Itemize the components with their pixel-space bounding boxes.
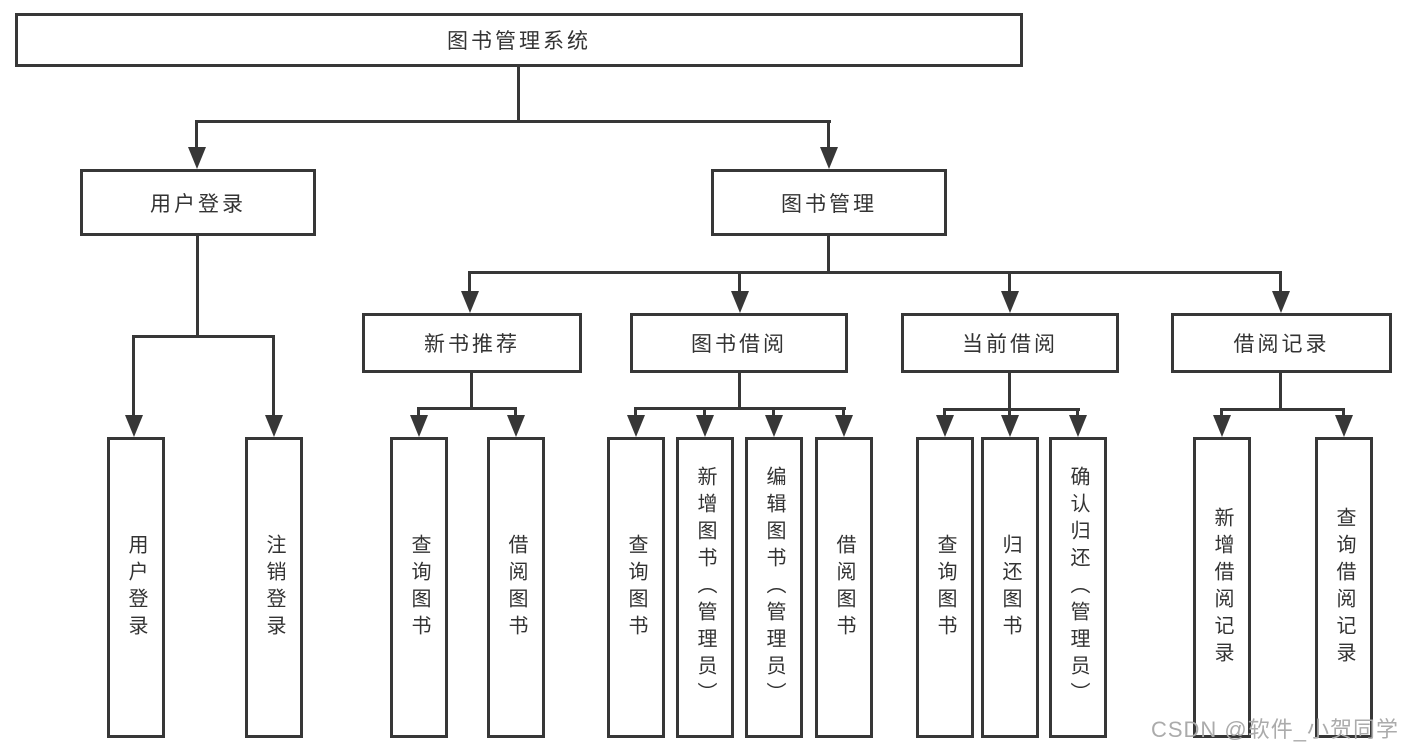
connector-to-leaf-bb-edit: [772, 407, 775, 417]
arrowhead-to-new-book-recommend: [461, 291, 479, 313]
connector-borrowing-rail: [635, 407, 846, 410]
leaf-records-add-record-label: 新增借阅记录: [1211, 506, 1233, 669]
arrowhead-to-user-login: [188, 147, 206, 169]
leaf-records-query-record-label: 查询借阅记录: [1333, 506, 1355, 669]
connector-root-trunk: [517, 67, 520, 120]
connector-records-rail: [1221, 408, 1345, 411]
connector-to-leaf-cb-return: [1008, 408, 1011, 417]
leaf-borrowing-borrow-books: 借阅图书: [815, 437, 873, 738]
arrowhead-to-current-borrowing: [1001, 291, 1019, 313]
leaf-current-confirm-return-admin: 确认归还（管理员）: [1049, 437, 1107, 738]
connector-current-trunk: [1008, 373, 1011, 408]
leaf-current-return-books-label: 归还图书: [999, 533, 1021, 642]
leaf-user-login-label: 用户登录: [125, 533, 147, 642]
node-current-borrowing: 当前借阅: [901, 313, 1119, 373]
arrowhead-to-borrow-records: [1272, 291, 1290, 313]
arrowhead-to-leaf-user-login: [125, 415, 143, 437]
arrowhead-to-leaf-cb-query: [936, 415, 954, 437]
connector-level2-rail: [196, 120, 831, 123]
node-borrow-records: 借阅记录: [1171, 313, 1392, 373]
arrowhead-to-leaf-nb-borrow: [507, 415, 525, 437]
connector-level3-rail: [469, 271, 1282, 274]
connector-to-leaf-br-add: [1220, 408, 1223, 417]
arrowhead-to-book-borrowing: [731, 291, 749, 313]
arrowhead-to-leaf-br-query: [1335, 415, 1353, 437]
leaf-borrowing-edit-books-admin-label: 编辑图书（管理员）: [763, 466, 785, 709]
arrowhead-to-leaf-bb-add: [696, 415, 714, 437]
connector-to-user-login: [195, 120, 198, 148]
connector-current-rail: [944, 408, 1080, 411]
leaf-current-confirm-return-admin-label: 确认归还（管理员）: [1067, 466, 1089, 709]
node-book-management-label: 图书管理: [781, 192, 877, 216]
arrowhead-to-leaf-br-add: [1213, 415, 1231, 437]
connector-to-leaf-nb-query: [417, 407, 420, 417]
connector-new-book-trunk: [470, 373, 473, 407]
connector-new-book-rail: [418, 407, 517, 410]
arrowhead-to-leaf-bb-borrow: [835, 415, 853, 437]
connector-borrowing-trunk: [738, 373, 741, 407]
node-book-borrowing-label: 图书借阅: [691, 333, 787, 356]
leaf-records-query-record: 查询借阅记录: [1315, 437, 1373, 738]
connector-to-leaf-br-query: [1342, 408, 1345, 417]
connector-to-leaf-bb-add: [703, 407, 706, 417]
connector-to-leaf-bb-query: [634, 407, 637, 417]
leaf-borrowing-query-books-label: 查询图书: [625, 533, 647, 642]
node-user-login: 用户登录: [80, 169, 316, 236]
node-new-book-recommend-label: 新书推荐: [424, 333, 520, 356]
node-root: 图书管理系统: [15, 13, 1023, 67]
leaf-borrowing-add-books-admin: 新增图书（管理员）: [676, 437, 734, 738]
leaf-borrowing-edit-books-admin: 编辑图书（管理员）: [745, 437, 803, 738]
leaf-current-query-books: 查询图书: [916, 437, 974, 738]
node-book-borrowing: 图书借阅: [630, 313, 848, 373]
connector-to-leaf-logout: [272, 335, 275, 417]
node-book-management: 图书管理: [711, 169, 947, 236]
leaf-current-return-books: 归还图书: [981, 437, 1039, 738]
connector-to-new-book-recommend: [468, 271, 471, 293]
leaf-records-add-record: 新增借阅记录: [1193, 437, 1251, 738]
arrowhead-to-leaf-bb-edit: [765, 415, 783, 437]
connector-user-login-trunk: [196, 236, 199, 335]
connector-to-leaf-bb-borrow: [842, 407, 845, 417]
connector-book-management-trunk: [827, 236, 830, 271]
leaf-user-login: 用户登录: [107, 437, 165, 738]
arrowhead-to-leaf-nb-query: [410, 415, 428, 437]
connector-to-borrow-records: [1279, 271, 1282, 293]
node-current-borrowing-label: 当前借阅: [962, 333, 1058, 356]
arrowhead-to-leaf-cb-return: [1001, 415, 1019, 437]
connector-to-book-borrowing: [738, 271, 741, 293]
connector-to-book-management: [827, 120, 830, 148]
leaf-borrowing-query-books: 查询图书: [607, 437, 665, 738]
arrowhead-to-book-management: [820, 147, 838, 169]
node-root-label: 图书管理系统: [447, 30, 591, 53]
arrowhead-to-leaf-bb-query: [627, 415, 645, 437]
connector-to-current-borrowing: [1008, 271, 1011, 293]
leaf-newbook-borrow-books: 借阅图书: [487, 437, 545, 738]
connector-to-leaf-cb-confirm: [1076, 408, 1079, 417]
connector-records-trunk: [1279, 373, 1282, 408]
leaf-borrowing-add-books-admin-label: 新增图书（管理员）: [694, 466, 716, 709]
csdn-watermark: CSDN @软件_小贺同学: [1150, 717, 1399, 742]
leaf-logout: 注销登录: [245, 437, 303, 738]
connector-to-leaf-nb-borrow: [514, 407, 517, 417]
arrowhead-to-leaf-cb-confirm: [1069, 415, 1087, 437]
leaf-newbook-query-books-label: 查询图书: [408, 533, 430, 642]
connector-to-leaf-user-login: [132, 335, 135, 417]
arrowhead-to-leaf-logout: [265, 415, 283, 437]
node-borrow-records-label: 借阅记录: [1233, 333, 1330, 356]
leaf-logout-label: 注销登录: [263, 533, 285, 642]
leaf-newbook-query-books: 查询图书: [390, 437, 448, 738]
connector-user-login-rail: [133, 335, 275, 338]
node-user-login-label: 用户登录: [150, 192, 246, 216]
leaf-current-query-books-label: 查询图书: [934, 533, 956, 642]
node-new-book-recommend: 新书推荐: [362, 313, 582, 373]
leaf-newbook-borrow-books-label: 借阅图书: [505, 533, 527, 642]
connector-to-leaf-cb-query: [943, 408, 946, 417]
leaf-borrowing-borrow-books-label: 借阅图书: [833, 533, 855, 642]
